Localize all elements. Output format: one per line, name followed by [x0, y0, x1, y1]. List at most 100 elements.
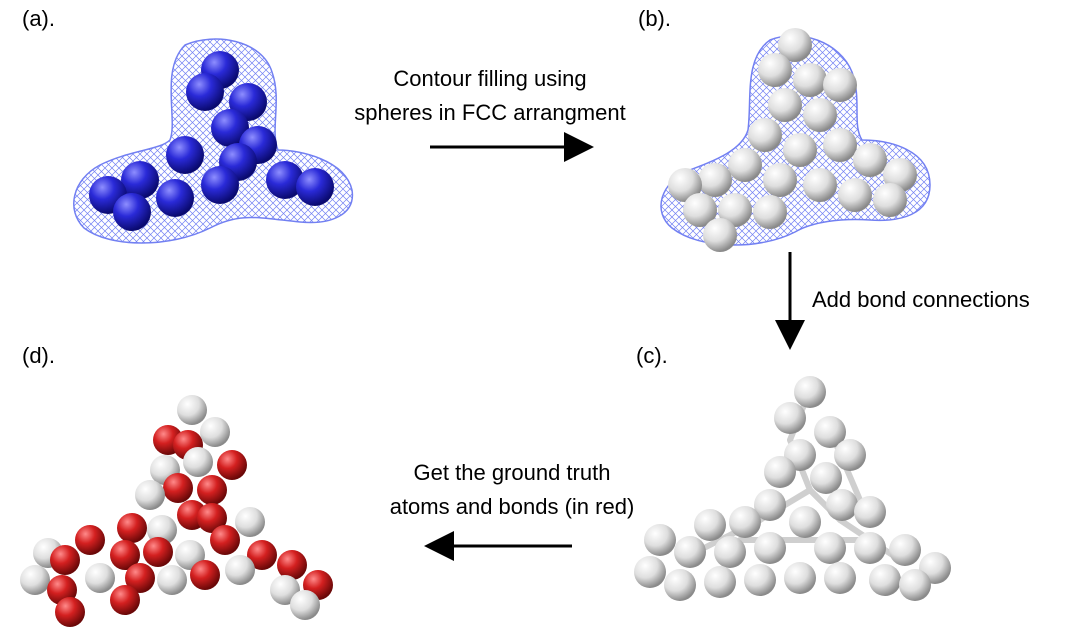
panel-label-d: (d).: [22, 343, 55, 368]
white-atom: [823, 68, 857, 102]
white-atom: [794, 376, 826, 408]
white-atom: [290, 590, 320, 620]
white-atom: [784, 562, 816, 594]
blue-atom: [166, 136, 204, 174]
white-atom: [135, 480, 165, 510]
white-atom: [644, 524, 676, 556]
white-atom: [698, 163, 732, 197]
white-atom: [225, 555, 255, 585]
white-atom: [634, 556, 666, 588]
blue-atom: [211, 109, 249, 147]
red-atom: [117, 513, 147, 543]
white-atom: [718, 193, 752, 227]
step3-caption: Get the ground truth atoms and bonds (in…: [362, 456, 662, 524]
step2-caption: Add bond connections: [812, 283, 1074, 317]
white-atom: [764, 456, 796, 488]
blue-atom: [121, 161, 159, 199]
step3-line1: Get the ground truth: [413, 460, 611, 485]
white-atom: [803, 168, 837, 202]
white-atom: [157, 565, 187, 595]
white-atom: [899, 569, 931, 601]
red-atom: [55, 597, 85, 627]
white-atom: [748, 118, 782, 152]
white-atom: [838, 178, 872, 212]
white-atom: [873, 183, 907, 217]
white-atom: [803, 98, 837, 132]
red-atom: [197, 475, 227, 505]
white-atom: [703, 218, 737, 252]
white-atom: [810, 462, 842, 494]
step1-line1: Contour filling using: [393, 66, 587, 91]
white-atom: [694, 509, 726, 541]
white-atom: [753, 195, 787, 229]
red-atom: [110, 585, 140, 615]
white-atom: [814, 532, 846, 564]
white-atom: [889, 534, 921, 566]
white-atom: [744, 564, 776, 596]
white-atom: [704, 566, 736, 598]
step1-line2: spheres in FCC arrangment: [354, 100, 626, 125]
white-atom: [200, 417, 230, 447]
red-atom: [125, 563, 155, 593]
step1-caption: Contour filling using spheres in FCC arr…: [350, 62, 630, 130]
white-atom: [714, 536, 746, 568]
white-atom: [768, 88, 802, 122]
white-atom: [774, 402, 806, 434]
panel-d-structure: [20, 395, 333, 627]
blue-atom: [266, 161, 304, 199]
white-atom: [853, 143, 887, 177]
white-atom: [177, 395, 207, 425]
step3-line2: atoms and bonds (in red): [389, 494, 635, 519]
red-atom: [277, 550, 307, 580]
white-atom: [824, 562, 856, 594]
red-atom: [75, 525, 105, 555]
step2-line1: Add bond connections: [812, 287, 1030, 312]
panel-a-structure: [73, 38, 354, 244]
white-atom: [754, 489, 786, 521]
red-atom: [197, 503, 227, 533]
red-atom: [217, 450, 247, 480]
white-atom: [758, 53, 792, 87]
blue-atom: [186, 73, 224, 111]
white-atom: [668, 168, 702, 202]
white-atom: [754, 532, 786, 564]
white-atom: [728, 148, 762, 182]
red-atom: [190, 560, 220, 590]
panel-label-c: (c).: [636, 343, 668, 368]
white-atom: [763, 163, 797, 197]
white-atom: [854, 496, 886, 528]
white-atom: [814, 416, 846, 448]
blue-atom: [156, 179, 194, 217]
white-atom: [778, 28, 812, 62]
white-atom: [854, 532, 886, 564]
red-atom: [210, 525, 240, 555]
white-atom: [674, 536, 706, 568]
white-atom: [783, 133, 817, 167]
red-atom: [247, 540, 277, 570]
panel-label-a: (a).: [22, 6, 55, 31]
panel-b-structure: [660, 28, 931, 252]
red-atom: [110, 540, 140, 570]
white-atom: [823, 128, 857, 162]
white-atom: [729, 506, 761, 538]
red-atom: [50, 545, 80, 575]
white-atom: [789, 506, 821, 538]
panel-c-structure: [634, 376, 951, 601]
red-atom: [163, 473, 193, 503]
white-atom: [826, 489, 858, 521]
panel-label-b: (b).: [638, 6, 671, 31]
blue-atom: [296, 168, 334, 206]
red-atom: [143, 537, 173, 567]
white-atom: [235, 507, 265, 537]
white-atom: [85, 563, 115, 593]
blue-atom: [113, 193, 151, 231]
white-atom: [664, 569, 696, 601]
blue-atom: [201, 166, 239, 204]
white-atom: [20, 565, 50, 595]
white-atom: [834, 439, 866, 471]
white-atom: [793, 63, 827, 97]
white-atom: [869, 564, 901, 596]
white-atom: [183, 447, 213, 477]
white-atom: [683, 193, 717, 227]
